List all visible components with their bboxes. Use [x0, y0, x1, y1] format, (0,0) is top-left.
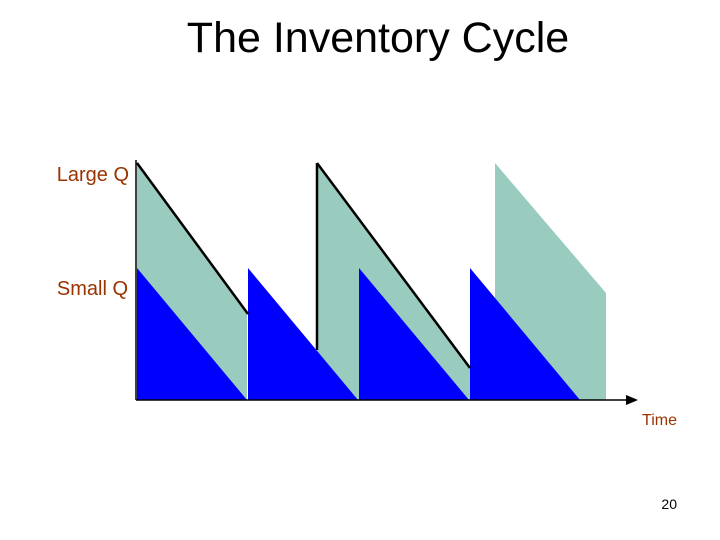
- axes: [135, 160, 628, 401]
- small-q-label: Small Q: [56, 278, 128, 300]
- small-q-cycle-3: [359, 268, 469, 400]
- time-axis-label: Time: [642, 412, 677, 429]
- page-number: 20: [661, 496, 677, 512]
- small-q-cycle-4: [470, 268, 580, 400]
- large-q-cycle-2: [317, 163, 470, 400]
- slide-title: The Inventory Cycle: [186, 14, 570, 62]
- x-axis-arrowhead: [626, 395, 638, 405]
- small-q-cycles: [137, 268, 580, 400]
- large-q-label: Large Q: [56, 164, 129, 186]
- small-q-cycle-2: [248, 268, 358, 400]
- small-q-cycle-1: [137, 268, 247, 400]
- large-q-depletion-line-2: [315, 162, 472, 369]
- large-q-depletion-line-1: [135, 162, 250, 315]
- large-q-depletion-lines: [135, 162, 472, 369]
